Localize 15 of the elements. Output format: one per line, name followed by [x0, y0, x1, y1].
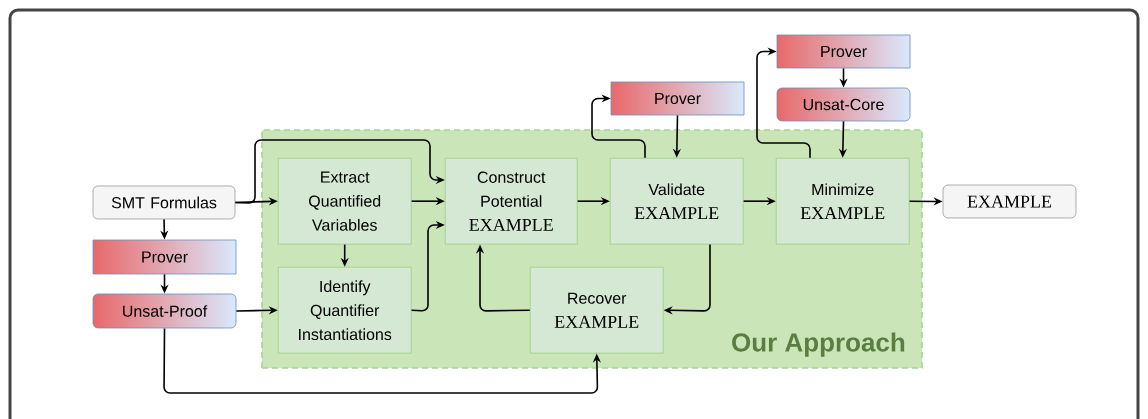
prover-box: Prover	[92, 239, 237, 275]
result-box: Unsat-Core	[776, 87, 911, 122]
process-box: Extract Quantified Variables	[277, 157, 412, 245]
process-box: Identify Quantifier Instantiations	[277, 266, 412, 354]
process-box: Minimize EXAMPLE	[775, 157, 910, 245]
terminal-box: EXAMPLE	[942, 184, 1077, 219]
prover-box: Prover	[610, 81, 745, 116]
prover-box: Prover	[776, 34, 911, 69]
result-box: Unsat-Proof	[92, 293, 237, 329]
terminal-box: SMT Formulas	[92, 185, 236, 220]
process-box: Recover EXAMPLE	[529, 266, 664, 354]
region-title: Our Approach	[732, 332, 905, 357]
process-box: Construct Potential EXAMPLE	[444, 157, 578, 245]
arrow	[591, 94, 646, 159]
process-box: Validate EXAMPLE	[609, 157, 744, 245]
